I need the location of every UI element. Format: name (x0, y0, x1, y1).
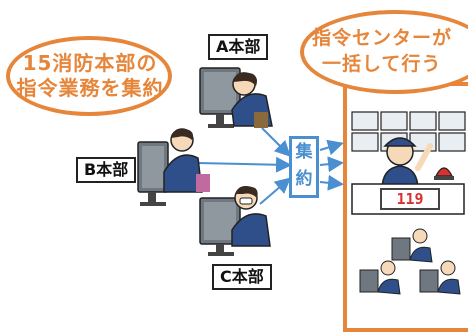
consolidation-char-2: 約 (295, 169, 313, 189)
callout-line-2: 指令業務を集約 (16, 76, 164, 100)
illustration-layer (137, 67, 466, 295)
arrows-to-center (319, 139, 344, 191)
center-bubble-line-2: 一括して行う (322, 53, 442, 75)
arrows-to-consolidation (197, 127, 292, 205)
operator-a (199, 67, 273, 128)
center-bubble-line-1: 指令センターが (312, 27, 453, 49)
small-operator-2 (359, 260, 401, 295)
operator-c (199, 186, 271, 256)
consolidation-char-1: 集 (295, 142, 313, 162)
small-operator-3 (419, 260, 461, 295)
callout-line-1: 15消防本部の (22, 51, 158, 75)
dept-label-b: B本部 (76, 157, 137, 183)
dept-label-c: C本部 (212, 264, 272, 290)
dept-label-a: A本部 (208, 34, 269, 60)
command-center-bubble (300, 10, 468, 94)
small-operator-1 (391, 228, 433, 263)
operator-b (137, 128, 210, 206)
consolidation-box: 集 約 (289, 136, 319, 198)
alarm-lamp (434, 167, 454, 180)
summary-callout (6, 36, 172, 116)
emergency-number-display: 119 (380, 188, 440, 210)
